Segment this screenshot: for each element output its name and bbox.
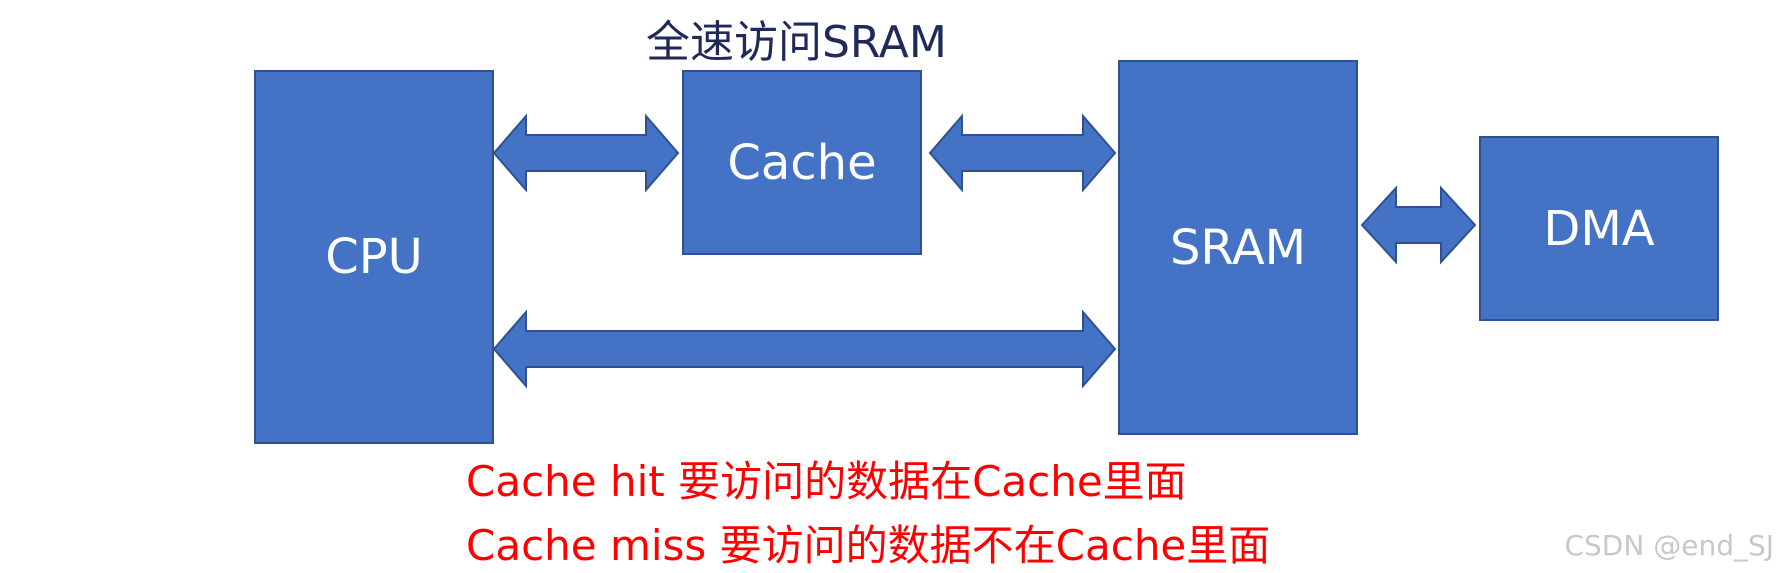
sram-dma-arrow (1360, 185, 1477, 265)
cpu-sram-arrow (492, 309, 1117, 389)
sram-block: SRAM (1118, 60, 1358, 435)
cache-label: Cache (727, 134, 877, 191)
cache-block: Cache (682, 70, 922, 255)
cpu-block: CPU (254, 70, 494, 444)
cache-sram-arrow (928, 113, 1117, 193)
dma-block: DMA (1479, 136, 1719, 321)
cache-miss-note: Cache miss 要访问的数据不在Cache里面 (466, 521, 1271, 570)
cpu-cache-arrow (492, 113, 680, 193)
sram-label: SRAM (1169, 219, 1307, 276)
cache-hit-note: Cache hit 要访问的数据在Cache里面 (466, 457, 1187, 506)
watermark: CSDN @end_SJ (1564, 529, 1774, 562)
cpu-label: CPU (325, 229, 423, 285)
diagram-title: 全速访问SRAM (646, 17, 947, 68)
dma-label: DMA (1543, 200, 1655, 257)
